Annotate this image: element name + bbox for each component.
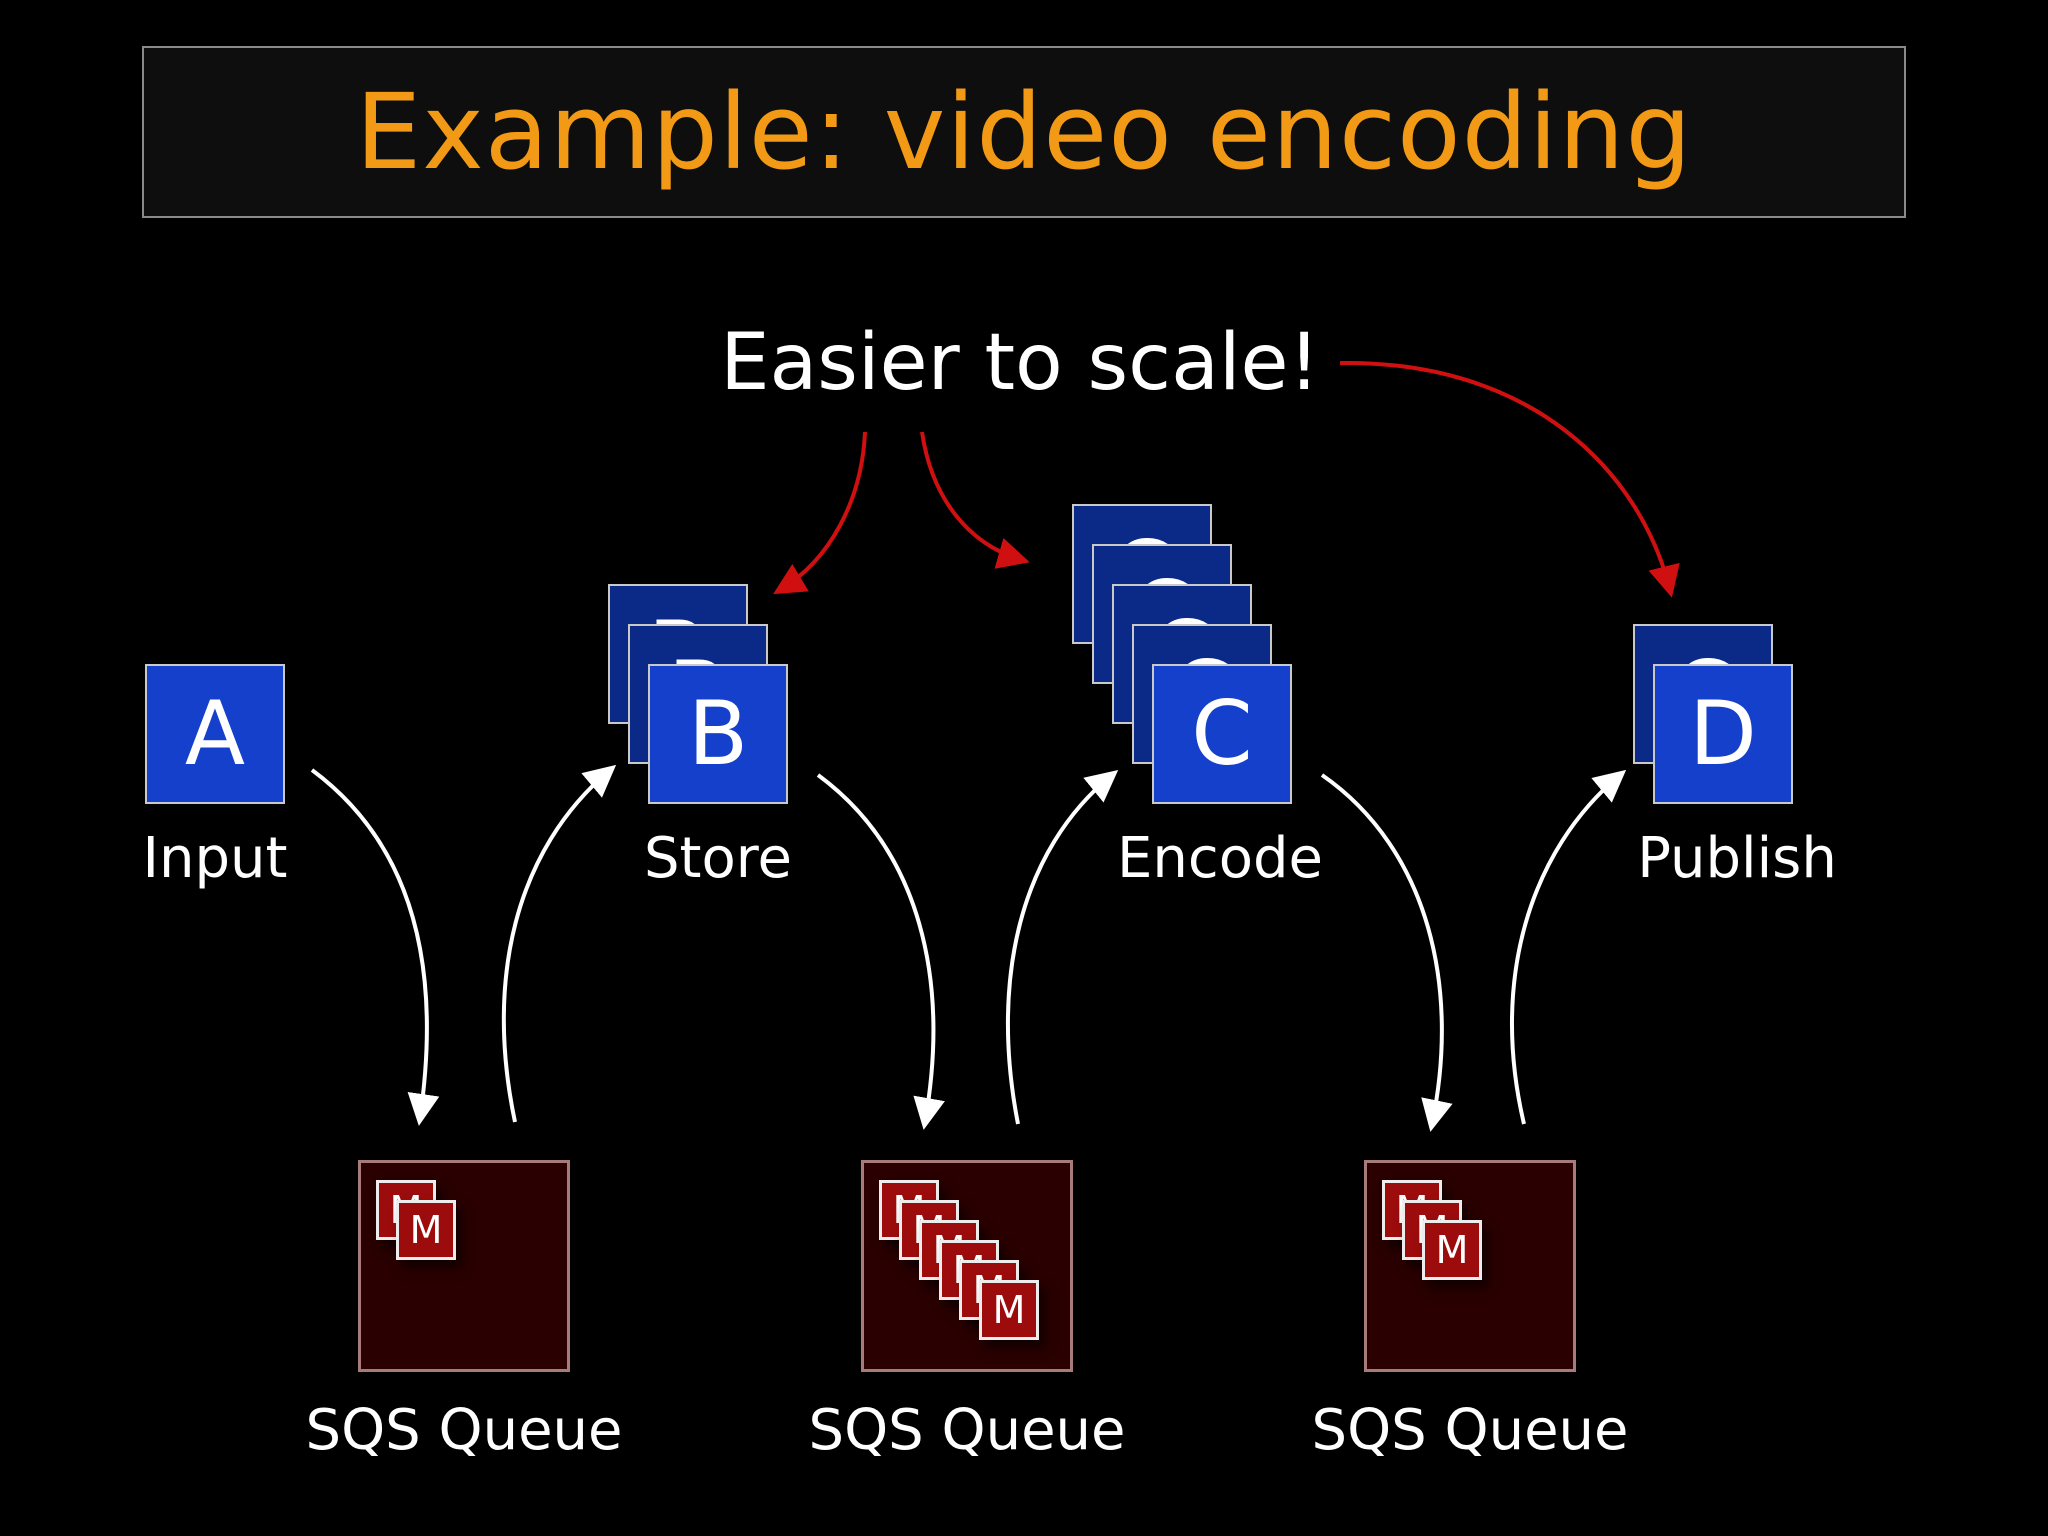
flow-arrow <box>1509 769 1627 1125</box>
scale-callout: Easier to scale! <box>720 318 1320 408</box>
flow-arrow <box>501 764 617 1123</box>
encode-label: Encode <box>1117 826 1323 891</box>
message-icon: M <box>979 1280 1039 1340</box>
sqs-queue-label: SQS Queue <box>1311 1398 1629 1463</box>
sqs-queue-label: SQS Queue <box>808 1398 1126 1463</box>
publish-worker-box: D <box>1653 664 1793 804</box>
message-icon: M <box>1422 1220 1482 1280</box>
publish-label: Publish <box>1637 826 1837 891</box>
flow-arrow <box>1320 773 1453 1132</box>
scale-arrow <box>920 431 1030 569</box>
sqs-queue-label: SQS Queue <box>305 1398 623 1463</box>
scale-arrow <box>1339 360 1680 598</box>
flow-arrow <box>816 773 945 1130</box>
store-label: Store <box>643 826 793 891</box>
store-worker-box: B <box>648 664 788 804</box>
slide-title: Example: video encoding <box>355 71 1693 193</box>
title-box: Example: video encoding <box>142 46 1906 218</box>
flow-arrow <box>1005 769 1119 1125</box>
encode-worker-box: C <box>1152 664 1292 804</box>
input-label: Input <box>142 826 288 891</box>
message-icon: M <box>396 1200 456 1260</box>
scale-arrow <box>773 431 867 595</box>
flow-arrow <box>310 768 440 1126</box>
input-worker-box: A <box>145 664 285 804</box>
